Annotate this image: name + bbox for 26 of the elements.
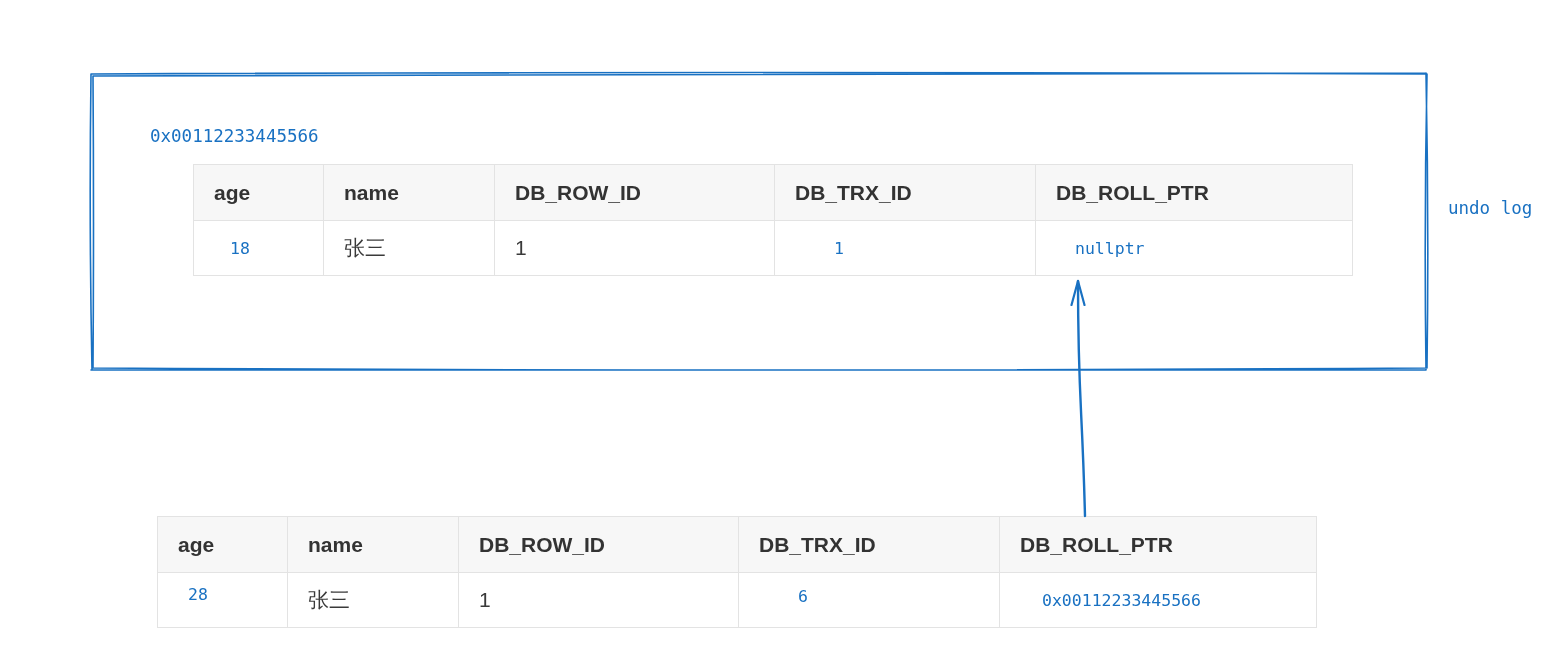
header-cell: DB_TRX_ID bbox=[775, 165, 1036, 221]
header-cell: DB_ROW_ID bbox=[459, 517, 739, 573]
hand-drawn-frame bbox=[90, 72, 1428, 371]
table-cell: 0x00112233445566 bbox=[1000, 573, 1317, 628]
header-cell: DB_ROLL_PTR bbox=[1000, 517, 1317, 573]
header-cell: age bbox=[158, 517, 288, 573]
table-cell: nullptr bbox=[1036, 221, 1353, 276]
header-cell: age bbox=[194, 165, 324, 221]
frame-label: undo log bbox=[1448, 197, 1533, 219]
table-cell: 18 bbox=[194, 221, 324, 276]
header-cell: DB_ROLL_PTR bbox=[1036, 165, 1353, 221]
header-cell: DB_TRX_ID bbox=[739, 517, 1000, 573]
table-cell: 28 bbox=[158, 573, 288, 628]
table-cell: 6 bbox=[739, 573, 1000, 628]
table-cell: 1 bbox=[775, 221, 1036, 276]
table-cell: 张三 bbox=[288, 573, 459, 628]
arrow bbox=[1070, 279, 1087, 518]
data-table bbox=[157, 516, 1317, 628]
header-cell: name bbox=[324, 165, 495, 221]
data-table bbox=[193, 164, 1353, 276]
header-cell: DB_ROW_ID bbox=[495, 165, 775, 221]
header-cell: name bbox=[288, 517, 459, 573]
table-cell: 张三 bbox=[324, 221, 495, 276]
table-cell: 1 bbox=[459, 573, 739, 628]
address-label: 0x00112233445566 bbox=[150, 125, 319, 147]
table-cell: 1 bbox=[495, 221, 775, 276]
